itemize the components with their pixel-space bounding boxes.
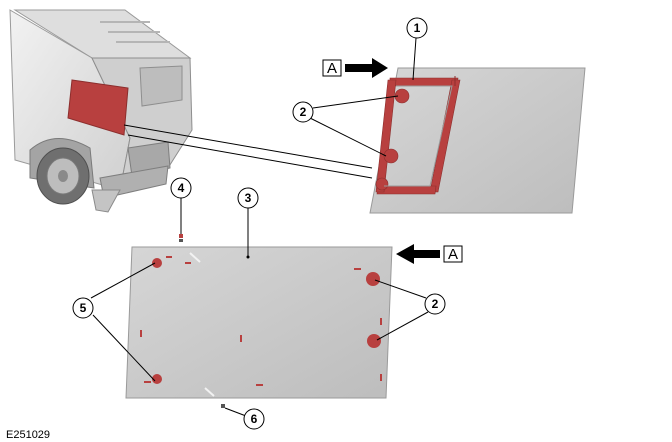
callout-2-top-label: 2 [300, 105, 307, 119]
callout-1-label: 1 [414, 21, 421, 35]
callout-2-top: 2 [292, 95, 399, 157]
view-arrow-icon [396, 244, 440, 264]
view-a-label: A [327, 60, 337, 77]
view-a-indicator-top: A [322, 58, 388, 78]
detail-view-panel [369, 67, 586, 214]
view-a-box [322, 59, 342, 77]
view-a-label: A [448, 246, 458, 263]
highlighted-window [67, 79, 129, 136]
adhesive-frame [375, 77, 461, 195]
callout-5: 5 [72, 262, 156, 382]
view-a-box [443, 245, 463, 263]
callout-2-bottom: 2 [374, 279, 446, 341]
view-a-indicator-bottom: A [396, 244, 463, 264]
figure-id: E251029 [6, 429, 51, 441]
projection-lines [123, 124, 373, 179]
callout-4-label: 4 [178, 181, 185, 195]
callout-3: 3 [237, 187, 259, 259]
callout-1: 1 [406, 17, 428, 81]
view-arrow-icon [345, 58, 388, 78]
callout-5-label: 5 [80, 301, 87, 315]
callout-6-label: 6 [251, 412, 258, 426]
callout-6: 6 [221, 404, 265, 430]
window-panel [125, 246, 393, 399]
panel-marks [140, 256, 382, 386]
callout-4: 4 [170, 177, 192, 242]
vehicle-illustration [9, 9, 193, 213]
callout-2-bottom-label: 2 [432, 297, 439, 311]
callout-3-label: 3 [245, 191, 252, 205]
